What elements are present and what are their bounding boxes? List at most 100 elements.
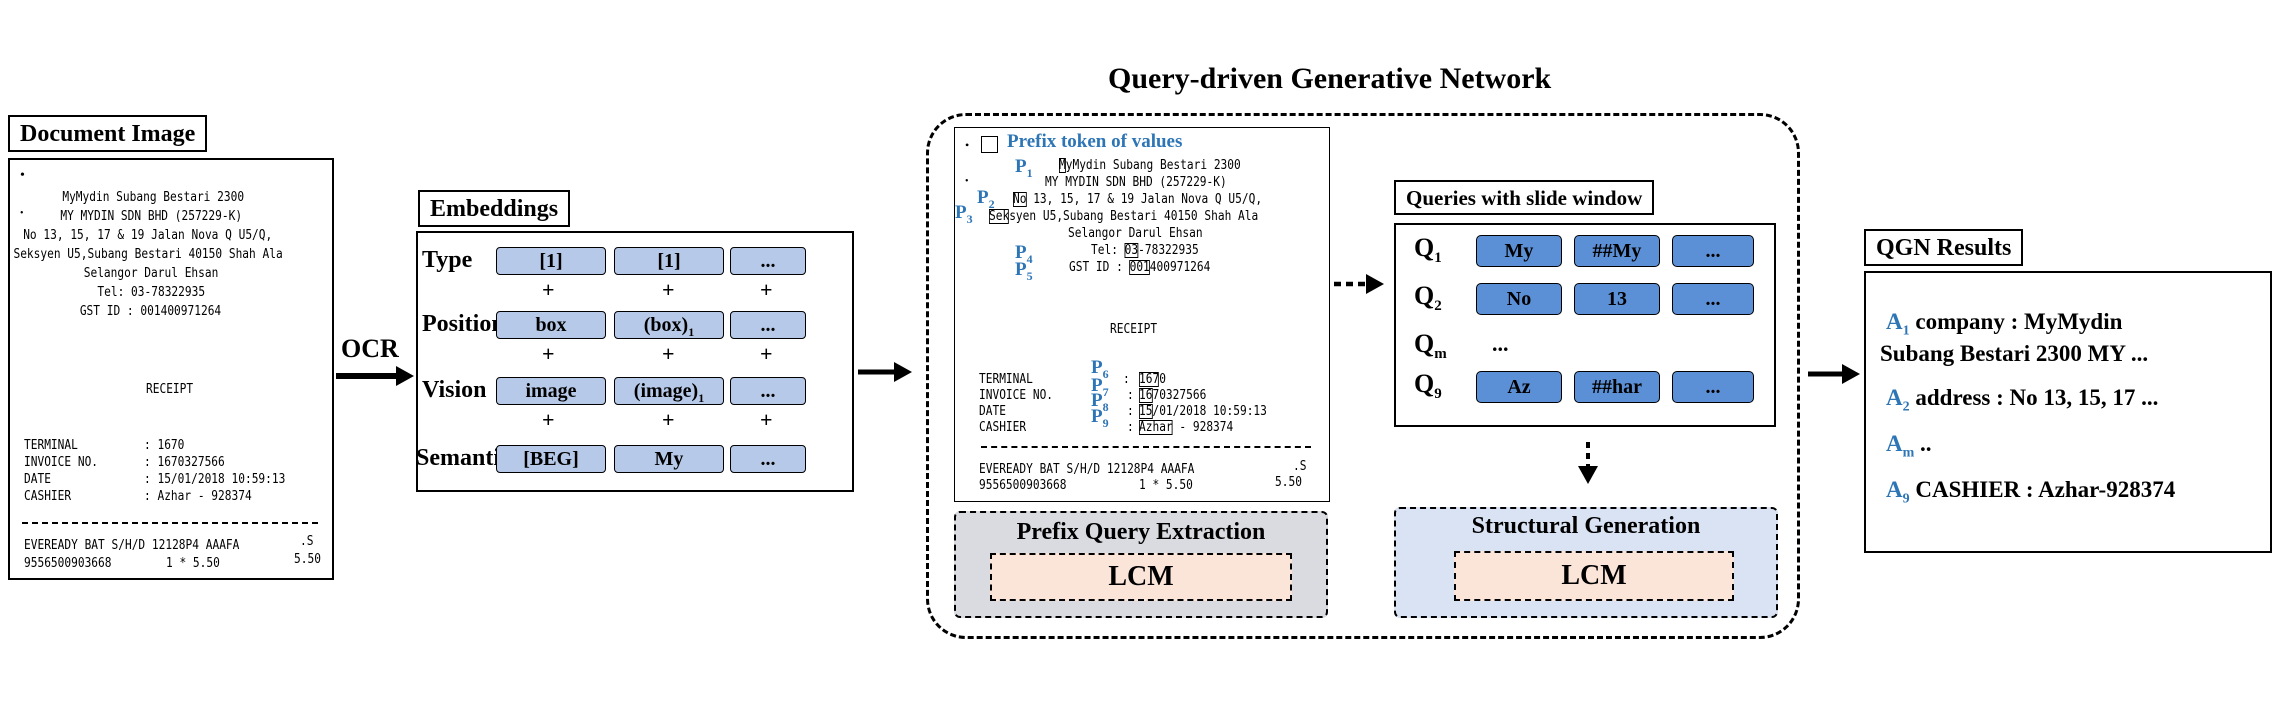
embedding-label-vision: Vision: [422, 377, 487, 403]
receipt-header-line: Selangor Darul Ehsan: [83, 266, 219, 281]
embeddings-title: Embeddings: [418, 190, 571, 227]
annotated-item-line-1-right: .S: [1293, 459, 1307, 474]
result-item-a2: A2 address : No 13, 15, 17 ...: [1886, 385, 2159, 415]
annotated-item-line-2-mid: 1 * 5.50: [1139, 478, 1193, 493]
annotated-receipt-title: RECEIPT: [1110, 322, 1158, 337]
plus-sign: +: [542, 407, 555, 432]
bullet-dot: •: [965, 138, 970, 152]
query-label-q9: Q9: [1414, 369, 1442, 403]
prefix-marker-p3: P3: [955, 202, 973, 226]
prefix-query-extraction-label: Prefix Query Extraction: [1016, 519, 1266, 545]
receipt-field-value: : 1670: [144, 438, 185, 453]
query-token: ...: [1672, 235, 1754, 267]
annotated-field-label: DATE: [979, 404, 1006, 419]
result-item-a9: A9 CASHIER : Azhar-928374: [1886, 477, 2176, 507]
prefix-token-box: Sek: [989, 209, 1010, 224]
dashed-arrow-right: [1334, 274, 1384, 294]
item-line-2-right: 5.50: [294, 552, 321, 567]
annotated-header-line: No 13, 15, 17 & 19 Jalan Nova Q U5/Q,: [1013, 192, 1263, 207]
prefix-token-box: 001: [1129, 260, 1150, 275]
plus-sign: +: [760, 341, 773, 366]
receipt-header-line: Seksyen U5,Subang Bestari 40150 Shah Ala: [13, 247, 283, 262]
annotated-field-value: 15/01/2018 10:59:13: [1139, 404, 1267, 419]
embedding-label-position: Position: [422, 311, 505, 337]
query-label-q2: Q2: [1414, 281, 1442, 315]
annotated-field-colon: :: [1127, 420, 1134, 435]
ocr-arrow: [336, 366, 414, 386]
annotated-field-value: 1670: [1139, 372, 1166, 387]
structural-generation-box: Structural Generation LCM: [1394, 507, 1778, 618]
annotated-field-label: TERMINAL: [979, 372, 1033, 387]
annotated-header-line: Seksyen U5,Subang Bestari 40150 Shah Ala: [989, 209, 1259, 224]
lcm-left: LCM: [990, 553, 1292, 601]
embedding-cell: My: [614, 445, 724, 473]
item-line-2: 9556500903668: [24, 556, 112, 571]
receipt-header-line: MyMydin Subang Bestari 2300: [62, 190, 245, 205]
separator: [981, 446, 1311, 448]
query-token: ##har: [1574, 371, 1660, 403]
prefix-token-box: No: [1013, 192, 1027, 207]
annotated-header-line: Tel: 03-78322935: [1091, 243, 1199, 258]
prefix-marker-p5: P5: [1015, 259, 1033, 283]
annotated-field-label: CASHIER: [979, 420, 1027, 435]
embedding-cell-sub: 1: [688, 325, 695, 339]
annotated-field-colon: :: [1127, 404, 1134, 419]
bullet-dot: •: [965, 176, 969, 187]
prefix-marker-p1: P1: [1015, 156, 1033, 180]
plus-sign: +: [542, 277, 555, 302]
query-label-q1: Q1: [1414, 233, 1442, 267]
annotated-field-colon: :: [1123, 372, 1130, 387]
receipt-header-line: GST ID : 001400971264: [79, 304, 222, 319]
annotated-field-value: 1670327566: [1139, 388, 1207, 403]
embedding-cell: box: [496, 311, 606, 339]
query-token: ...: [1672, 371, 1754, 403]
embedding-cell: [1]: [496, 247, 606, 275]
ocr-label: OCR: [341, 334, 399, 363]
prefix-token-box: 03: [1124, 243, 1139, 258]
receipt-header-line: MY MYDIN SDN BHD (257229-K): [60, 209, 243, 224]
annotated-item-line-2: 9556500903668: [979, 478, 1067, 493]
result-item-am: Am ..: [1886, 431, 1932, 461]
document-image-title: Document Image: [8, 115, 208, 152]
embedding-cell: (box)1: [614, 311, 724, 339]
annotated-item-line-1: EVEREADY BAT S/H/D 12128P4 AAAFA: [979, 462, 1195, 477]
embedding-cell: [1]: [614, 247, 724, 275]
query-token: 13: [1574, 283, 1660, 315]
query-token: My: [1476, 235, 1562, 267]
annotated-header-line: GST ID : 001400971264: [1069, 260, 1211, 275]
receipt-field-label: TERMINAL: [24, 438, 78, 453]
plus-sign: +: [760, 407, 773, 432]
receipt-title: RECEIPT: [146, 382, 194, 397]
receipt-field-value: : 1670327566: [144, 455, 225, 470]
embedding-cell-sub: 1: [698, 391, 705, 405]
annotated-receipt-panel: • Prefix token of values • MyMydin Suban…: [954, 127, 1330, 502]
annotated-header-line: MyMydin Subang Bestari 2300: [1059, 158, 1241, 173]
embedding-label-type: Type: [422, 247, 473, 273]
item-line-1-right: .S: [300, 534, 314, 549]
qgn-dashed-frame: [926, 113, 1800, 639]
prefix-query-extraction-box: Prefix Query Extraction LCM: [954, 511, 1328, 618]
item-line-1: EVEREADY BAT S/H/D 12128P4 AAAFA: [24, 538, 240, 553]
annotated-field-label: INVOICE NO.: [979, 388, 1054, 403]
embedding-cell: ...: [730, 247, 806, 275]
embedding-label-semantic: Semantic: [416, 445, 511, 471]
prefix-marker-p8: P8: [1091, 390, 1109, 414]
bullet-dot: •: [20, 168, 25, 183]
prefix-marker-p4: P4: [1015, 242, 1033, 266]
receipt-field-label: DATE: [24, 472, 51, 487]
prefix-marker-p9: P9: [1091, 406, 1109, 430]
bullet-dot: •: [20, 208, 24, 219]
plus-sign: +: [662, 277, 675, 302]
annotated-header-line: Selangor Darul Ehsan: [1068, 226, 1203, 241]
arrow-to-qgn: [858, 362, 912, 382]
query-ellipsis: ...: [1492, 331, 1509, 356]
prefix-marker-p2: P2: [977, 187, 995, 211]
prefix-token-box: 15: [1139, 404, 1153, 419]
item-line-2-mid: 1 * 5.50: [166, 556, 220, 571]
prefix-token-box: M: [1059, 158, 1066, 173]
document-image-panel: • • MyMydin Subang Bestari 2300 MY MYDIN …: [8, 158, 334, 580]
qgn-title: Query-driven Generative Network: [1108, 62, 1552, 95]
